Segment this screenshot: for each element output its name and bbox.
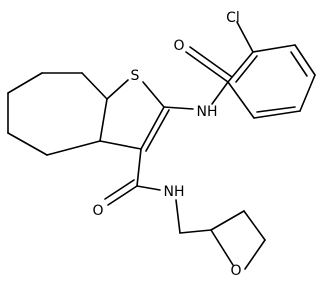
sulfur-atom-label: S	[131, 68, 140, 84]
carbonyl-oxygen-top-label: O	[173, 38, 184, 54]
bond-skeleton	[7, 21, 316, 270]
chlorine-atom-label: Cl	[226, 10, 240, 26]
carbonyl-oxygen-bottom-label: O	[92, 203, 103, 219]
amide-nitrogen-bottom-label: NH	[164, 184, 185, 200]
atom-labels: Cl S O NH O NH O	[92, 10, 241, 279]
ring-oxygen-label: O	[230, 263, 241, 279]
amide-nitrogen-top-label: NH	[197, 104, 218, 120]
